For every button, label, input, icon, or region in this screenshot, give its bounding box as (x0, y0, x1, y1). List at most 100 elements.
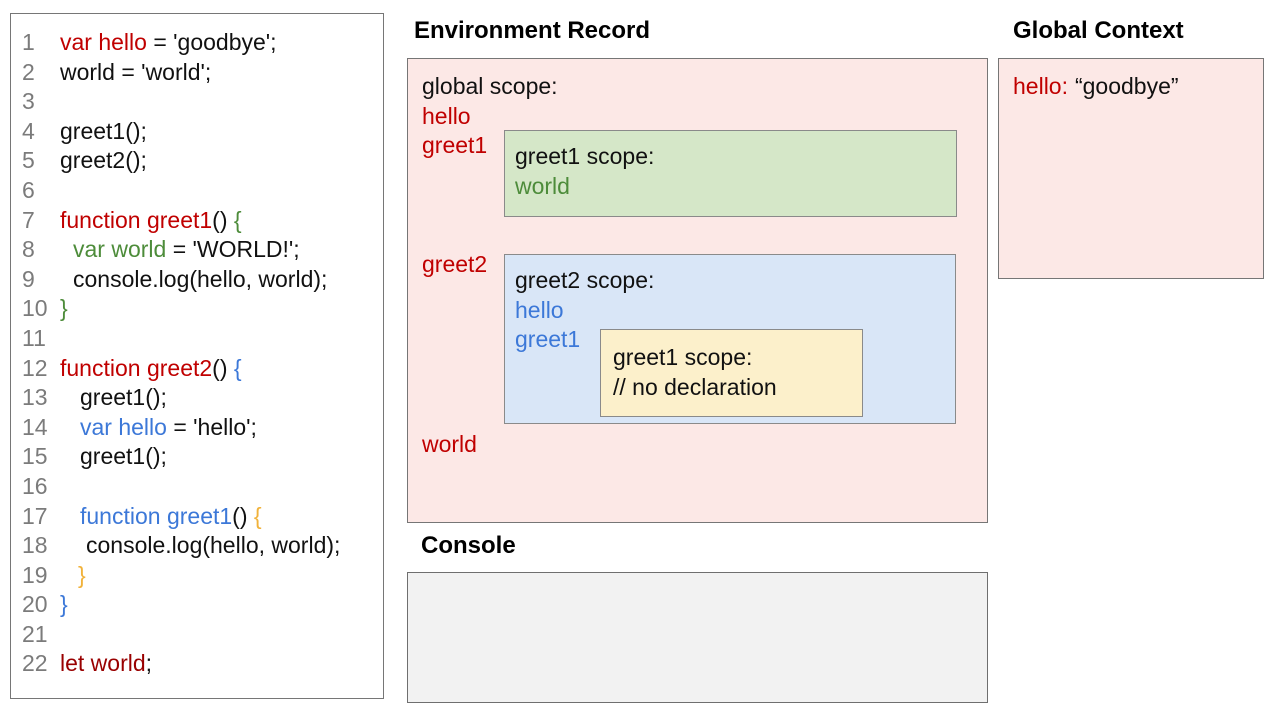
code-line: 3 (22, 87, 383, 117)
line-number: 12 (22, 354, 48, 381)
greet2-scope-var-greet1: greet1 (515, 326, 581, 352)
global-var-world: world (422, 431, 477, 457)
global-context-entry: hello:“goodbye” (1013, 72, 1263, 102)
code-token: var world (73, 236, 167, 263)
console-output-box (407, 572, 988, 703)
code-line: 22 let world; (22, 649, 383, 679)
inner-greet1-scope-box: greet1 scope: // no declaration (600, 329, 863, 417)
line-number: 21 (22, 620, 48, 647)
code-token: var hello (60, 29, 147, 55)
code-token: console.log(hello, world); (73, 265, 328, 292)
line-number: 20 (22, 591, 48, 618)
code-token: let world (60, 650, 146, 677)
code-token: { (233, 206, 242, 233)
line-number: 19 (22, 561, 48, 588)
code-text: greet1(); (60, 442, 167, 472)
code-token: greet1(); (80, 443, 167, 470)
code-text: var world = 'WORLD!'; (60, 235, 300, 265)
code-text: var hello = 'hello'; (60, 413, 257, 443)
no-declaration-comment: // no declaration (613, 373, 777, 400)
code-token: var hello (80, 413, 167, 440)
line-number: 11 (22, 324, 46, 351)
code-line: 21 (22, 620, 383, 650)
global-var-greet2: greet2 (422, 251, 488, 277)
code-token: world = 'world'; (60, 58, 212, 85)
line-number: 7 (22, 206, 35, 233)
code-token: () (232, 502, 254, 529)
line-number: 5 (22, 147, 35, 174)
code-line: 19} (22, 561, 383, 591)
code-token: } (78, 561, 86, 588)
greet1-scope-var-world: world (515, 172, 570, 199)
code-token: function greet2 (60, 354, 213, 381)
code-line: 15 greet1(); (22, 442, 383, 472)
code-line: 6 (22, 176, 383, 206)
code-line: 9 console.log(hello, world); (22, 265, 383, 295)
line-number: 1 (22, 29, 35, 55)
code-text: world = 'world'; (60, 58, 211, 88)
code-text: } (60, 294, 68, 324)
code-token: { (233, 354, 242, 381)
code-token: greet1(); (60, 117, 147, 144)
line-number: 3 (22, 88, 35, 115)
code-line: 7 function greet1() { (22, 206, 383, 236)
console-title: Console (421, 532, 516, 559)
code-token: = 'WORLD!'; (166, 236, 300, 263)
line-number: 14 (22, 413, 48, 440)
code-line: 13 greet1(); (22, 383, 383, 413)
code-line: 8 var world = 'WORLD!'; (22, 235, 383, 265)
code-text: } (60, 561, 86, 591)
code-text: function greet1() { (60, 502, 262, 532)
greet1-scope-label: greet1 scope: (515, 143, 655, 169)
line-number: 8 (22, 236, 35, 263)
code-token: greet1(); (80, 384, 167, 411)
line-number: 10 (22, 295, 48, 322)
code-line: 17 function greet1() { (22, 502, 383, 532)
global-context-title: Global Context (1013, 17, 1184, 44)
code-token: { (253, 502, 262, 529)
line-number: 18 (22, 532, 48, 559)
code-text: function greet1() { (60, 206, 242, 236)
code-text: greet2(); (60, 146, 147, 176)
code-token: } (60, 295, 68, 322)
code-token: ; (145, 650, 153, 677)
code-line: 16 (22, 472, 383, 502)
line-number: 13 (22, 384, 48, 411)
code-text: console.log(hello, world); (60, 265, 327, 295)
line-number: 16 (22, 472, 48, 499)
code-token: = 'hello'; (166, 413, 257, 440)
code-token: function greet1 (60, 206, 213, 233)
code-text: } (60, 590, 68, 620)
global-scope-label: global scope: (422, 73, 558, 99)
code-line: 5 greet2(); (22, 146, 383, 176)
line-number: 2 (22, 58, 35, 85)
code-text: greet1(); (60, 383, 167, 413)
code-line: 11 (22, 324, 383, 354)
global-var-greet1: greet1 (422, 132, 488, 158)
code-text: let world; (60, 649, 152, 679)
greet1-scope-box: greet1 scope: world (504, 130, 957, 217)
greet2-scope-label: greet2 scope: (515, 267, 655, 293)
code-line: 20} (22, 590, 383, 620)
environment-record-title: Environment Record (414, 17, 651, 44)
line-number: 15 (22, 443, 48, 470)
code-line: 10} (22, 294, 383, 324)
code-text: greet1(); (60, 117, 147, 147)
line-number: 22 (22, 650, 48, 677)
greet2-scope-var-hello: hello (515, 296, 564, 323)
inner-greet1-scope-label: greet1 scope: (613, 344, 753, 370)
greet2-scope-box: greet2 scope: hello greet1 greet1 scope:… (504, 254, 956, 424)
code-token: greet2(); (60, 147, 147, 174)
line-number: 4 (22, 117, 35, 144)
line-number: 17 (22, 502, 48, 529)
global-context-entry-value: “goodbye” (1074, 73, 1179, 99)
global-context-entry-key: hello: (1013, 73, 1068, 99)
code-line: 2 world = 'world'; (22, 58, 383, 88)
global-context-box: hello:“goodbye” (998, 58, 1264, 279)
line-number: 9 (22, 265, 35, 292)
